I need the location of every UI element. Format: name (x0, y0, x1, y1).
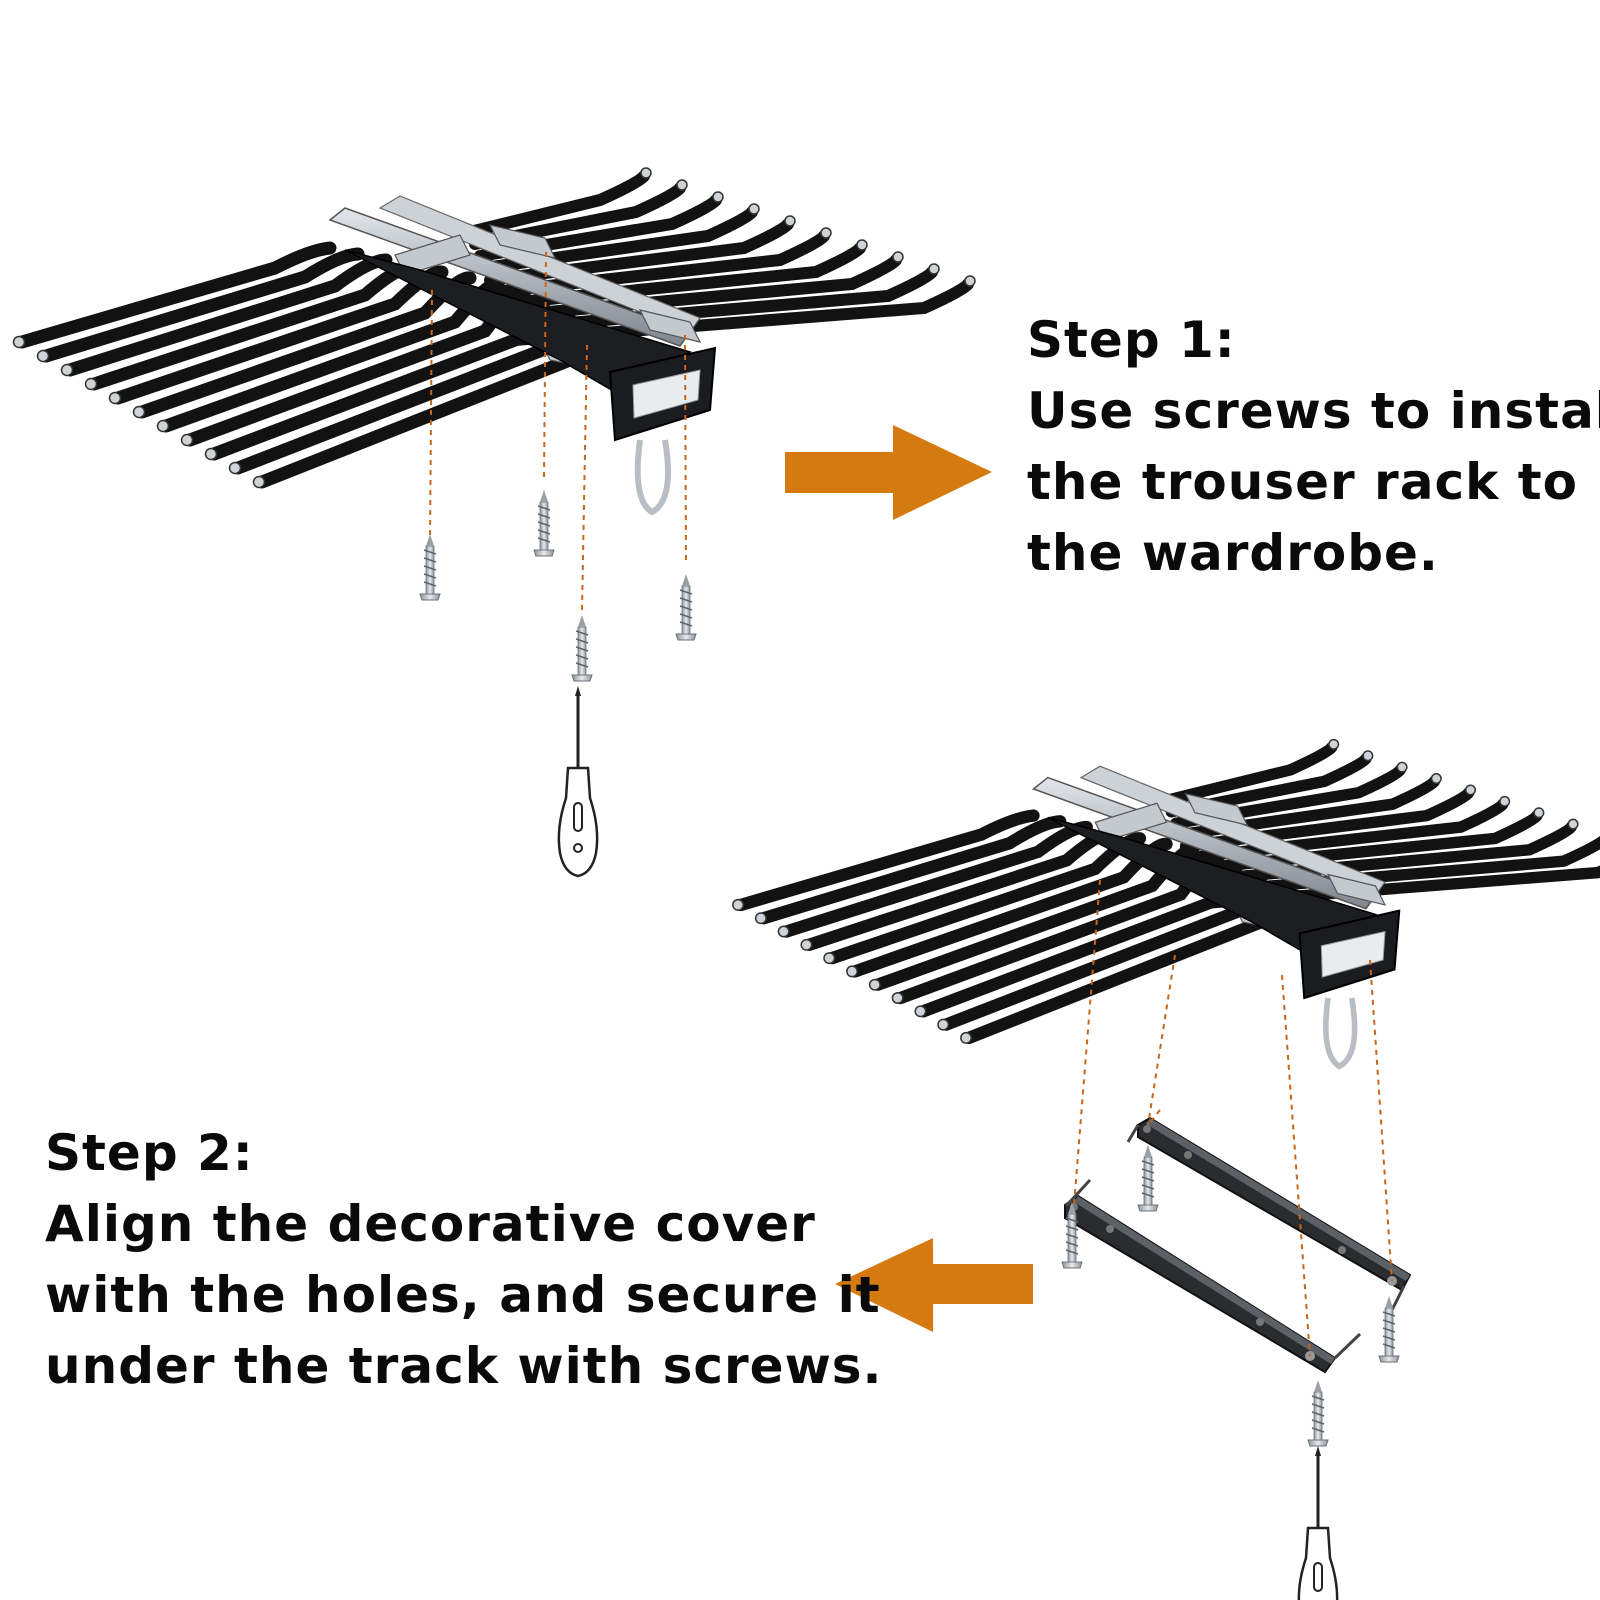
rod-end-cap (732, 898, 745, 911)
rod-end-cap (820, 227, 832, 239)
rod-end-cap (748, 203, 760, 215)
screw-icon (571, 614, 593, 682)
step-1-line: the trouser rack to (1027, 453, 1579, 511)
mounting-plate (638, 309, 702, 343)
end-cap-label (1320, 930, 1386, 978)
screw-icon (1378, 1295, 1400, 1363)
decorative-cover-icon (1126, 1116, 1412, 1311)
rod-end-cap (156, 419, 170, 433)
step-2-line: Align the decorative cover (45, 1195, 816, 1253)
rod-end-cap (640, 167, 652, 179)
guide-lines (1073, 879, 1393, 1357)
screw-icon (675, 573, 697, 641)
track-rail (1079, 765, 1386, 897)
rod-end-cap (1533, 807, 1545, 819)
rod-end-cap (1396, 761, 1408, 773)
rod-end-cap (1430, 773, 1442, 785)
rack-rod (757, 815, 1067, 925)
rod-end-cap (846, 965, 859, 978)
screw-icon (533, 489, 555, 557)
rod-end-cap (252, 475, 266, 489)
screwdriver-icon (557, 684, 599, 878)
screwdriver-icon (1297, 1444, 1339, 1600)
trouser-rack-icon (12, 167, 976, 516)
rod-end-cap (36, 349, 50, 363)
screw-icon (1307, 1379, 1329, 1447)
rod-end-cap (891, 992, 904, 1004)
rod-end-cap (868, 978, 881, 991)
trouser-rack-icon (732, 738, 1600, 1070)
rod-end-cap (84, 377, 98, 391)
step-2-line: with the holes, and secure it (45, 1266, 881, 1324)
rod-end-cap (12, 335, 26, 349)
rod-end-cap (1328, 738, 1340, 750)
rod-end-cap (937, 1018, 950, 1031)
rack-rod (734, 809, 1040, 912)
rod-end-cap (108, 391, 122, 405)
step-2-line: under the track with screws. (45, 1337, 883, 1395)
rod-end-cap (712, 191, 724, 203)
screw-icon (1137, 1144, 1159, 1212)
pull-handle (1323, 997, 1358, 1070)
rod-end-cap (1567, 818, 1579, 830)
arrow-right-icon (785, 425, 992, 520)
track-rail (378, 195, 701, 333)
rod-end-cap (964, 275, 976, 287)
rod-end-cap (892, 251, 904, 263)
rod-end-cap (180, 433, 194, 447)
guide-lines (429, 251, 687, 611)
rod-end-cap (1465, 784, 1476, 796)
rod-end-cap (1362, 750, 1374, 762)
rack-rod (1198, 835, 1600, 898)
rack-rod (15, 241, 337, 349)
step-1-line: the wardrobe. (1027, 524, 1439, 582)
mounting-plate (1326, 873, 1387, 906)
rod-end-cap (823, 952, 836, 965)
rod-end-cap (777, 925, 790, 938)
end-cap-label (632, 369, 701, 419)
pull-handle (634, 439, 672, 516)
rod-end-cap (1499, 795, 1511, 807)
rod-end-cap (132, 405, 146, 419)
step-1-title: Step 1: (1027, 311, 1236, 369)
rod-end-cap (784, 215, 796, 227)
rod-end-cap (204, 447, 218, 461)
rod-end-cap (228, 461, 242, 475)
rod-end-cap (800, 938, 813, 951)
step-2-text: Step 2: Align the decorative cover with … (45, 1118, 883, 1402)
rod-end-cap (928, 263, 940, 275)
mounting-plate (1184, 792, 1249, 826)
rod-end-cap (676, 179, 688, 191)
rod-end-cap (914, 1005, 927, 1018)
rod-end-cap (60, 363, 74, 377)
step-2-title: Step 2: (45, 1124, 254, 1182)
rack-rod (39, 247, 365, 363)
rod-end-cap (856, 239, 868, 251)
rod-end-cap (960, 1031, 973, 1044)
rack-rod (1203, 865, 1600, 909)
step-1-line: Use screws to install (1027, 382, 1600, 440)
decorative-cover-icon (1064, 1178, 1362, 1374)
screw-icon (419, 533, 441, 601)
arrow-left-icon (835, 1238, 1033, 1332)
mounting-plate (488, 224, 557, 259)
rod-end-cap (754, 912, 767, 925)
step-1-text: Step 1: Use screws to install the trouse… (1027, 305, 1600, 589)
